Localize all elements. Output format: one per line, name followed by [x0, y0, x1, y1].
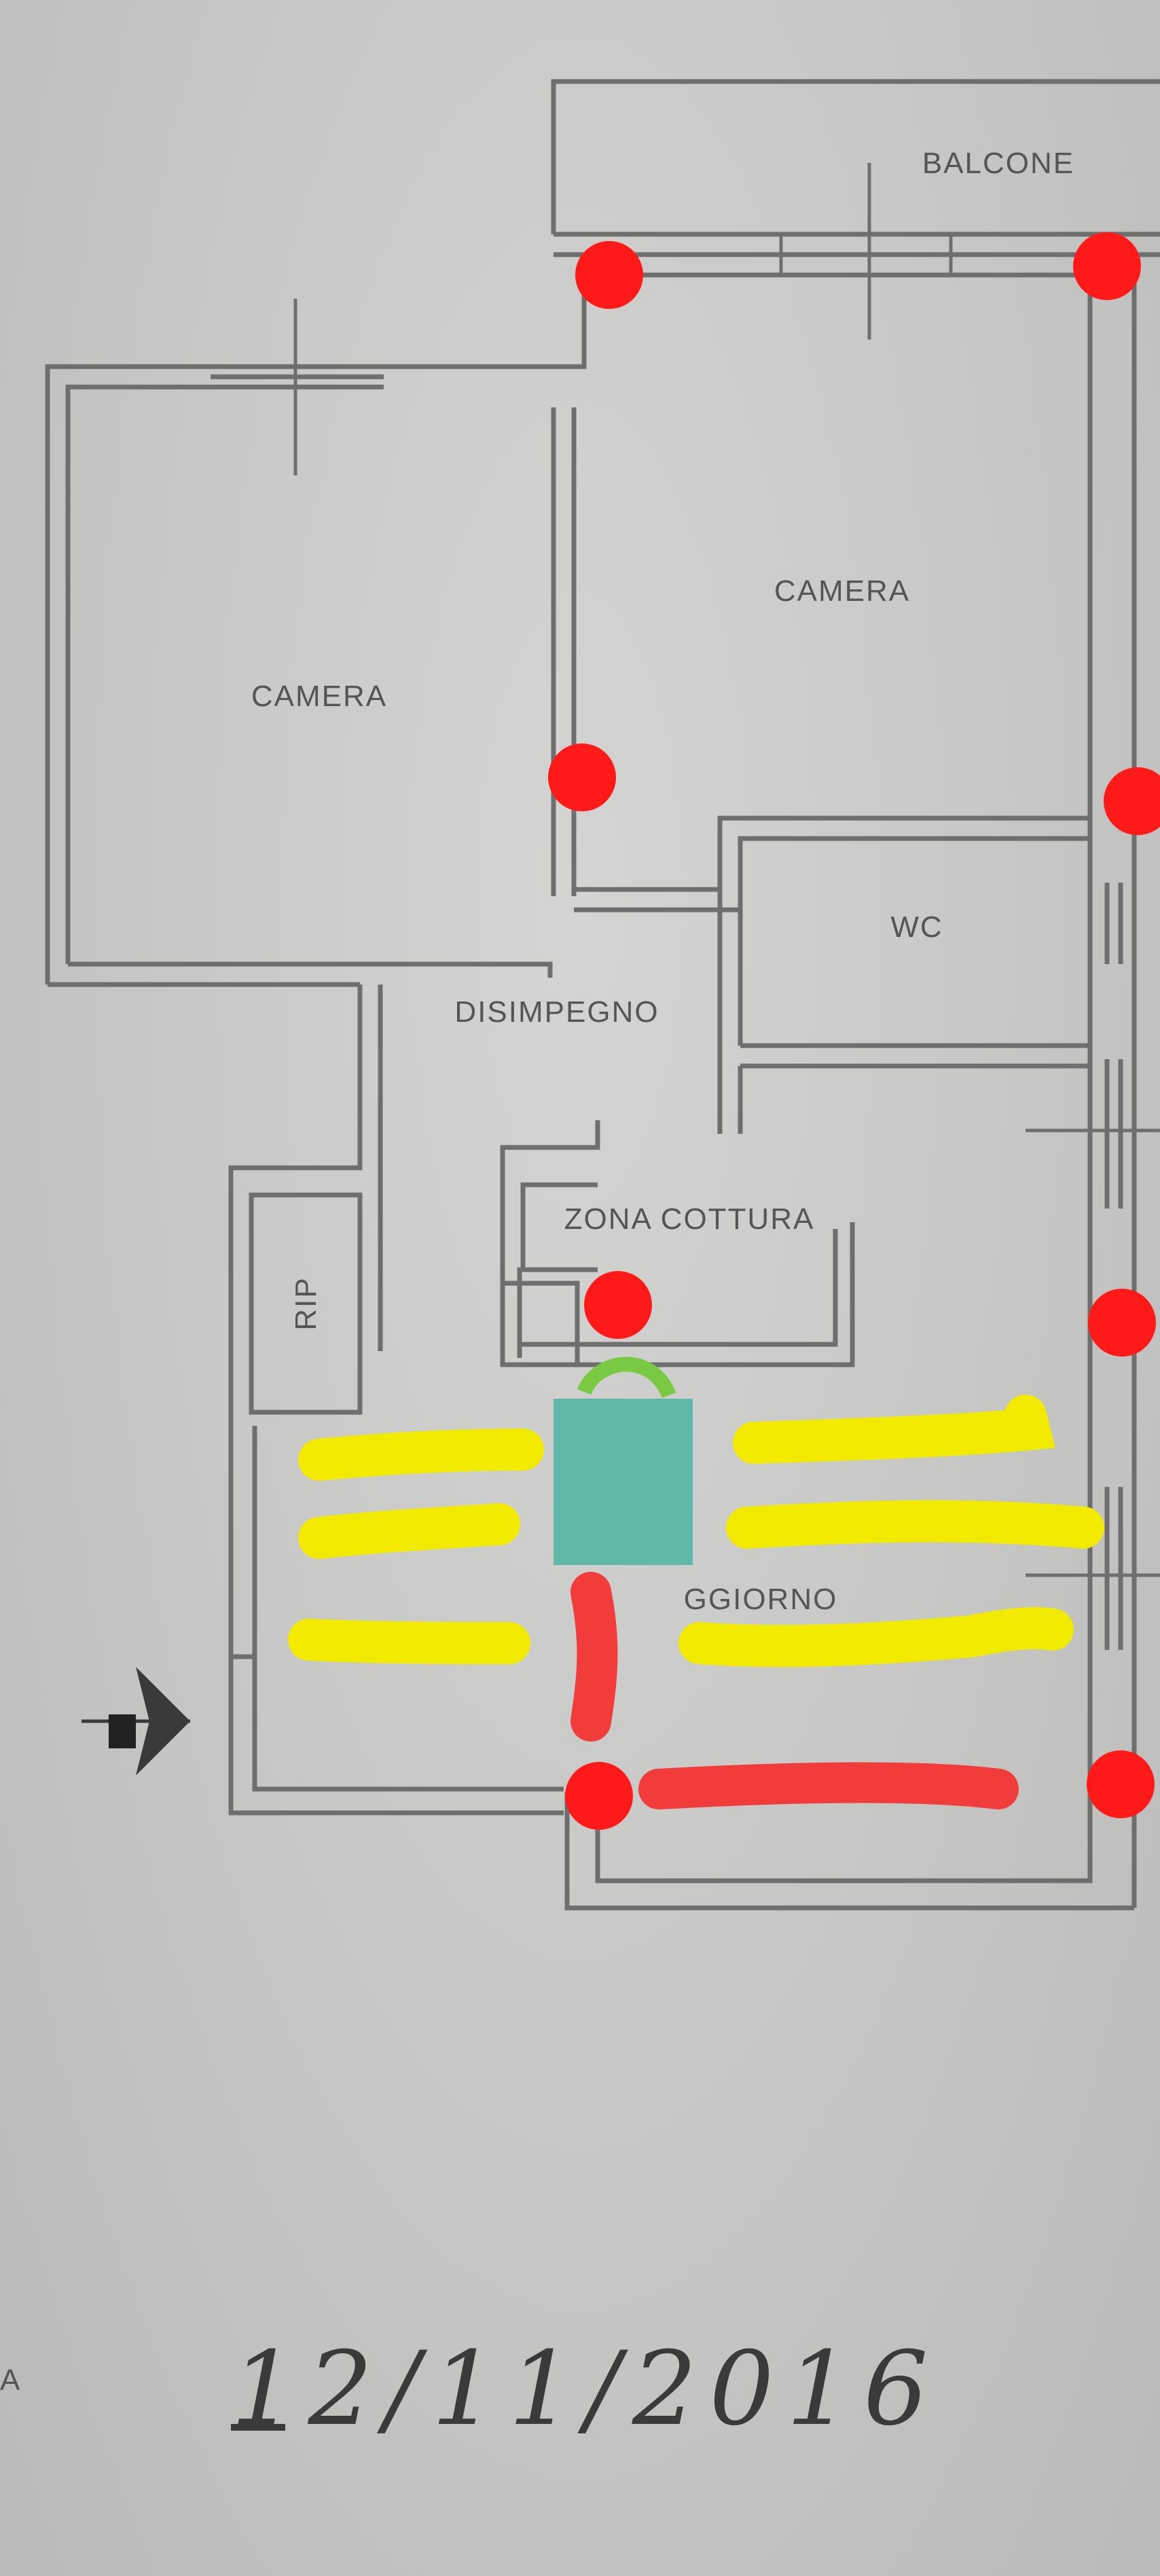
left-bedroom-inner: [65, 384, 211, 964]
yellow-stroke-left-2: [298, 1503, 520, 1559]
living-lower-left: [252, 1426, 564, 1792]
label-camera-left: CAMERA: [251, 680, 387, 713]
red-stroke-horizontal: [638, 1762, 1019, 1809]
margin-mark: A: [0, 2363, 21, 2397]
kitchen-counter-left: [500, 1120, 600, 1365]
kitchen-appliance: [500, 1281, 580, 1367]
kitchen-counter-inner: [517, 1267, 598, 1358]
label-camera-right: CAMERA: [774, 574, 910, 608]
yellow-stroke-right-2: [726, 1500, 1104, 1549]
red-dot-7: [565, 1762, 633, 1830]
label-wc: WC: [890, 910, 943, 944]
red-stroke-vertical: [570, 1572, 618, 1742]
corridor-outer: [228, 985, 564, 1816]
balcony-door-frame: [779, 232, 953, 277]
red-marker-strokes: [570, 1572, 1019, 1809]
label-soggiorno: GGIORNO: [684, 1583, 838, 1616]
left-bedroom-outer: [45, 364, 211, 985]
label-balcone: BALCONE: [922, 147, 1074, 180]
kitchen-cabinet: [520, 1182, 598, 1270]
right-bedroom-bottom-inner: [574, 836, 1090, 913]
red-dot-3: [548, 743, 616, 811]
red-dot-2: [1073, 232, 1141, 300]
teal-box-marker: [554, 1399, 693, 1565]
left-bedroom-top-right: [384, 255, 587, 369]
red-dot-1: [575, 241, 643, 309]
label-zona-cottura: ZONA COTTURA: [564, 1202, 815, 1236]
red-dot-markers: [548, 232, 1160, 1830]
yellow-stroke-left-1: [298, 1429, 544, 1481]
green-arc-handle: [577, 1357, 676, 1399]
kitchen-counter-bottom-inner: [520, 1229, 838, 1347]
red-dot-6: [1088, 1289, 1156, 1357]
window-marks: [293, 163, 1160, 1577]
red-dot-8: [1087, 1750, 1155, 1818]
balcony-outline: [551, 79, 1160, 234]
bottom-extension-outer: [564, 1792, 1134, 1911]
north-arrow-icon: [81, 1667, 190, 1775]
yellow-stroke-right-3: [678, 1607, 1074, 1668]
bottom-extension-inner: [595, 1799, 1093, 1883]
red-dot-5: [584, 1271, 652, 1339]
label-disimpegno: DISIMPEGNO: [454, 995, 659, 1029]
right-bedroom-bottom: [574, 815, 1090, 892]
yellow-stroke-left-3: [288, 1619, 530, 1664]
rip-closet: [249, 1192, 363, 1415]
handwritten-date: 12/11/2016: [231, 2330, 941, 2448]
yellow-stroke-right-1: [733, 1395, 1055, 1464]
label-rip: RIP: [289, 1276, 323, 1330]
yellow-marker-strokes: [288, 1395, 1104, 1668]
left-bedroom-bottom-inner: [68, 961, 553, 978]
red-dot-4: [1104, 767, 1160, 835]
room-labels: BALCONE CAMERA CAMERA WC DISIMPEGNO ZONA…: [251, 147, 1074, 1616]
